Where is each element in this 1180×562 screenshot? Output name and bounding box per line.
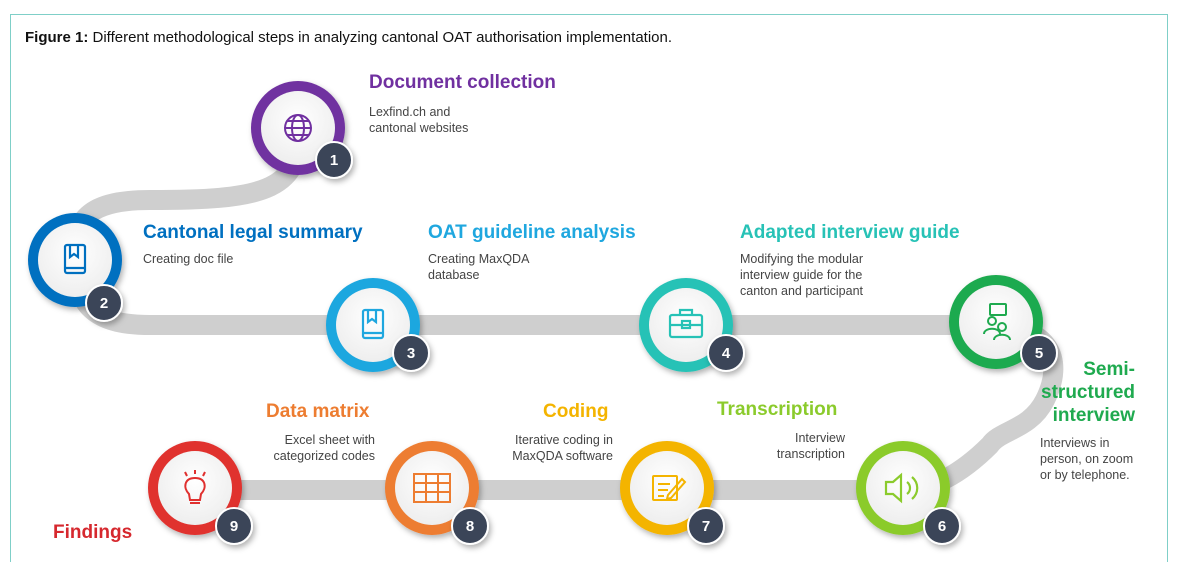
- globe-icon: [284, 114, 312, 142]
- step-8-desc-line: categorized codes: [273, 449, 375, 463]
- badge-7-number: 7: [702, 518, 710, 535]
- step-5-title-line: Semi-: [1083, 359, 1135, 380]
- step-2-node: [28, 213, 122, 307]
- step-3-desc: Creating MaxQDA database: [428, 251, 529, 283]
- step-1-desc-line: cantonal websites: [369, 121, 469, 135]
- grid-icon: [413, 473, 451, 503]
- step-6-desc: Interview transcription: [735, 430, 845, 462]
- step-5-desc-line: Interviews in: [1040, 436, 1110, 450]
- badge-5-number: 5: [1035, 345, 1043, 362]
- badge-3-number: 3: [407, 345, 415, 362]
- step-9-node: [148, 441, 242, 535]
- badge-9-number: 9: [230, 518, 238, 535]
- badge-1-number: 1: [330, 152, 338, 169]
- step-3-desc-line: Creating MaxQDA: [428, 252, 530, 266]
- step-5-desc-line: or by telephone.: [1040, 468, 1130, 482]
- step-6-node: [856, 441, 950, 535]
- step-7-desc: Iterative coding in MaxQDA software: [470, 432, 613, 464]
- step-6-desc-line: Interview: [794, 431, 845, 445]
- badge-2-number: 2: [100, 295, 108, 312]
- badge-2: 2: [85, 284, 123, 322]
- step-2-title: Cantonal legal summary: [143, 222, 363, 243]
- step-5-node: [949, 275, 1043, 369]
- step-3-node: [326, 278, 420, 372]
- badge-4: 4: [707, 334, 745, 372]
- step-4-desc-line: Modifying the modular: [740, 252, 863, 266]
- badge-6: 6: [923, 507, 961, 545]
- caption-label: Figure 1:: [25, 29, 89, 46]
- caption-text: Different methodological steps in analyz…: [88, 29, 673, 46]
- connector-path: [65, 120, 1064, 500]
- step-5-desc-line: person, on zoom: [1040, 452, 1134, 466]
- step-2-desc: Creating doc file: [143, 251, 233, 267]
- step-5-desc: Interviews in person, on zoom or by tele…: [1040, 435, 1133, 483]
- figure-frame: [10, 14, 1168, 562]
- badge-3: 3: [392, 334, 430, 372]
- step-1-desc-line: Lexfind.ch and: [369, 105, 451, 119]
- step-badges: 1 2 3 4 5 6 7 8 9: [85, 141, 1058, 545]
- step-6-title: Transcription: [717, 399, 838, 420]
- step-8-title: Data matrix: [266, 401, 370, 422]
- people-icon: [983, 303, 1011, 341]
- step-3-desc-line: database: [428, 268, 480, 282]
- badge-6-number: 6: [938, 518, 946, 535]
- lightbulb-icon: [184, 470, 206, 504]
- book-icon: [361, 308, 385, 340]
- edit-icon: [652, 475, 687, 501]
- step-3-title: OAT guideline analysis: [428, 222, 636, 243]
- step-5-title-line: interview: [1052, 405, 1135, 426]
- figure-caption: Figure 1: Different methodological steps…: [25, 29, 672, 46]
- step-7-desc-line: Iterative coding in: [515, 433, 613, 447]
- step-4-title: Adapted interview guide: [740, 222, 960, 243]
- badge-1: 1: [315, 141, 353, 179]
- badge-5: 5: [1020, 334, 1058, 372]
- badge-4-number: 4: [722, 345, 731, 362]
- step-8-desc: Excel sheet with categorized codes: [240, 432, 375, 464]
- badge-8: 8: [451, 507, 489, 545]
- step-5-title: Semi- structured interview: [1025, 358, 1135, 427]
- step-4-desc-line: interview guide for the: [740, 268, 863, 282]
- step-7-desc-line: MaxQDA software: [512, 449, 613, 463]
- step-8-desc-line: Excel sheet with: [284, 433, 375, 447]
- step-1-desc: Lexfind.ch and cantonal websites: [369, 104, 468, 136]
- speaker-icon: [884, 472, 919, 504]
- step-7-title: Coding: [543, 401, 609, 422]
- step-8-node: [385, 441, 479, 535]
- step-2-desc-line: Creating doc file: [143, 252, 234, 266]
- badge-9: 9: [215, 507, 253, 545]
- step-1-title: Document collection: [369, 72, 556, 93]
- step-4-desc-line: canton and participant: [740, 284, 864, 298]
- step-5-title-line: structured: [1041, 382, 1135, 403]
- briefcase-icon: [668, 308, 704, 339]
- badge-8-number: 8: [466, 518, 474, 535]
- step-4-desc: Modifying the modular interview guide fo…: [740, 251, 863, 299]
- book-icon: [63, 243, 87, 275]
- step-6-desc-line: transcription: [776, 447, 845, 461]
- step-7-node: [620, 441, 714, 535]
- step-9-title: Findings: [53, 522, 133, 543]
- badge-7: 7: [687, 507, 725, 545]
